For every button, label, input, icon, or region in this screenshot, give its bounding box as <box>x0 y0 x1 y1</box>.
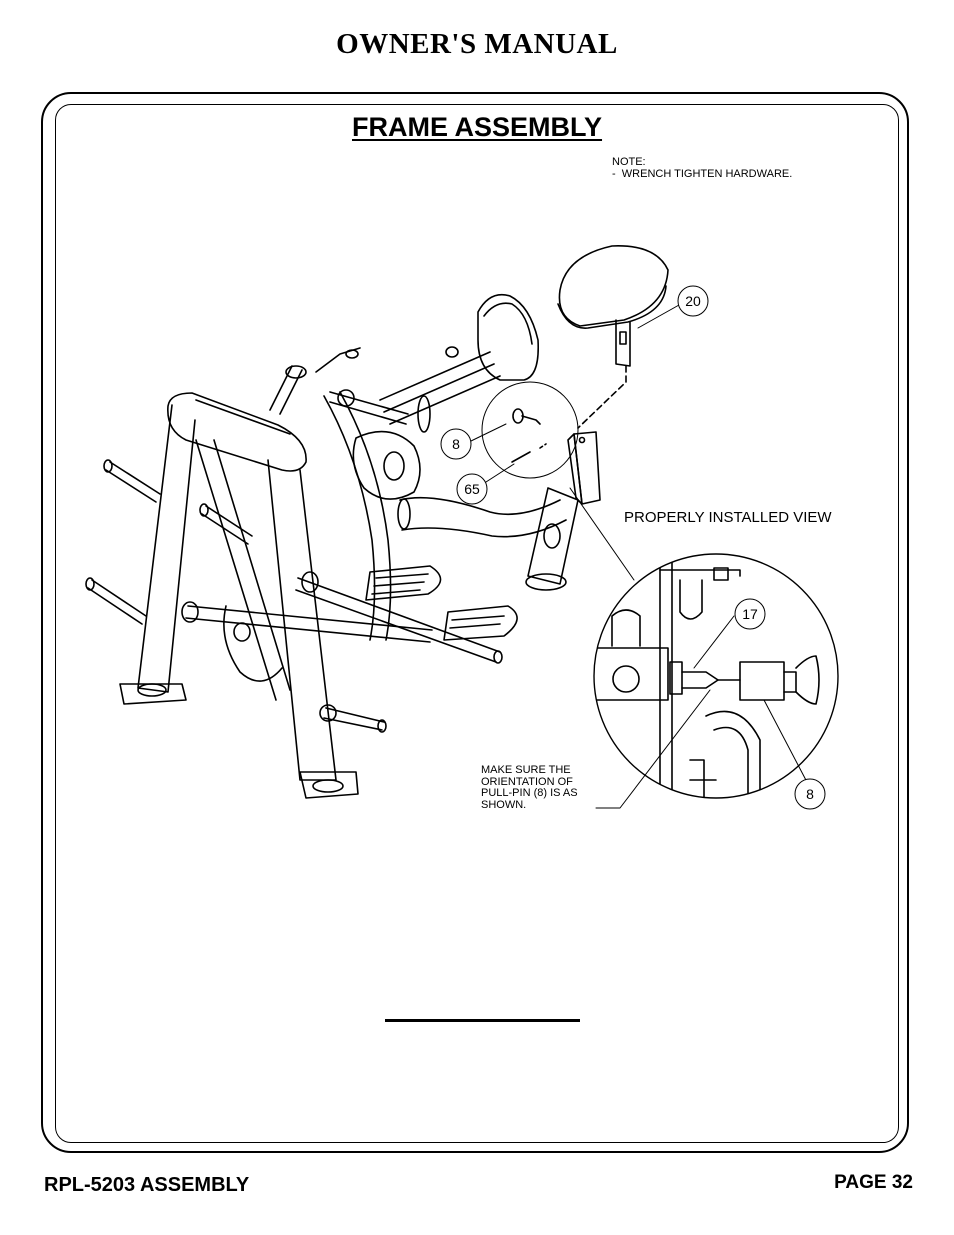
diagonal-brace <box>195 439 291 701</box>
rear-base-tube <box>397 496 567 538</box>
circular-shroud <box>352 430 421 500</box>
weight-horn-upper <box>103 459 161 503</box>
warning-line-4: SHOWN. <box>481 798 527 811</box>
front-right-leg <box>267 459 359 799</box>
footplate-rear <box>365 565 442 601</box>
note-instruction: - WRENCH TIGHTEN HARDWARE. <box>612 168 793 180</box>
warning-line-2: ORIENTATION OF <box>481 775 573 788</box>
callout-8-detail-label: 8 <box>806 786 814 802</box>
warning-line-3: PULL-PIN (8) IS AS <box>481 787 578 799</box>
handle-arm-right <box>295 571 503 664</box>
detail-leader-line <box>569 487 635 581</box>
leader-8-main <box>470 423 507 442</box>
seat-pad-20 <box>557 245 669 367</box>
footer-page-number: PAGE 32 <box>834 1172 913 1193</box>
pull-pin-orientation-note: MAKE SURE THE ORIENTATION OF PULL-PIN (8… <box>481 764 578 811</box>
front-left-leg <box>119 404 196 705</box>
warning-line-1: MAKE SURE THE <box>481 764 571 776</box>
seat-insertion-guide <box>577 365 627 429</box>
handle-arm-left <box>181 601 433 682</box>
pull-pin-8-small <box>512 408 541 425</box>
callout-17-label: 17 <box>742 606 758 622</box>
page-header-title: OWNER'S MANUAL <box>336 28 618 60</box>
rear-plate <box>525 487 579 591</box>
section-title: FRAME ASSEMBLY <box>352 112 603 142</box>
frame-back-pad <box>477 293 540 381</box>
detail-view <box>593 553 839 809</box>
weight-horn-mid <box>199 503 253 545</box>
page-border-outer <box>41 92 909 1153</box>
leader-65 <box>485 463 515 483</box>
upper-frame-beam <box>379 346 501 425</box>
callout-20-label: 20 <box>685 293 701 309</box>
seat-mount-bracket <box>567 431 601 505</box>
horizontal-rule <box>385 1019 580 1022</box>
assembly-note: NOTE: - WRENCH TIGHTEN HARDWARE. <box>612 156 792 180</box>
detail-zoom-circle <box>481 381 579 479</box>
upper-pivot-arms <box>269 347 431 433</box>
callout-65-label: 65 <box>464 481 480 497</box>
callout-8-detail: 8 <box>794 778 826 810</box>
callout-65: 65 <box>456 473 488 505</box>
callout-20: 20 <box>677 285 709 317</box>
weight-horn-front-lower <box>319 704 387 733</box>
callout-17: 17 <box>734 598 766 630</box>
callout-8-main-label: 8 <box>452 436 460 452</box>
footplate-front <box>443 605 518 641</box>
properly-installed-view-label: PROPERLY INSTALLED VIEW <box>624 509 832 526</box>
footer-model-assembly: RPL-5203 ASSEMBLY <box>44 1174 250 1196</box>
callout-8-main: 8 <box>440 428 472 460</box>
top-crossbar-pad <box>167 392 307 472</box>
note-heading: NOTE: <box>612 156 646 168</box>
pin-65-small <box>511 443 547 463</box>
leader-20 <box>637 304 680 329</box>
central-curved-tube <box>323 391 392 641</box>
page-border-inner <box>55 104 899 1143</box>
weight-horn-lower <box>85 577 147 625</box>
